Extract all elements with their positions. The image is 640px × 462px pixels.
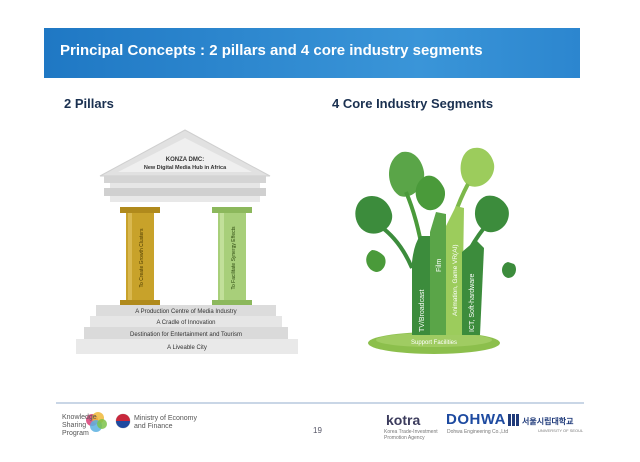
step-2-label: A Cradle of Innovation	[156, 320, 215, 326]
leaf-icon	[415, 175, 446, 211]
snu-subtitle: UNIVERSITY OF SEOUL	[538, 428, 584, 433]
leaf-icon	[460, 147, 495, 187]
leaf-icon	[502, 262, 516, 278]
step-3-label: Destination for Entertainment and Touris…	[130, 332, 242, 338]
segment-tv-broadcast: TV/Broadcast	[419, 290, 426, 332]
roof-subtitle: New Digital Media Hub in Africa	[144, 165, 227, 171]
segments-tree: Support Facilities TV/Broadcast Film Ani…	[355, 147, 516, 354]
trunk-animation	[446, 206, 464, 335]
kotra-logo: kotra	[386, 412, 421, 428]
step-4-label: A Liveable City	[167, 345, 207, 351]
step-1	[96, 305, 276, 316]
snu-logo: 서울시립대학교	[522, 417, 574, 426]
base-label: Support Facilities	[411, 340, 457, 346]
segments-heading: 4 Core Industry Segments	[332, 96, 494, 111]
segment-film: Film	[436, 259, 443, 272]
segment-animation: Animation, Game VR(AI)	[452, 244, 459, 316]
leaf-icon	[389, 151, 425, 197]
ministry-emblem-icon	[115, 413, 131, 429]
ksp-logo-text: Knowledge Sharing Program	[62, 414, 97, 437]
pillar-growth-clusters: To Create Growth Clusters	[120, 207, 160, 305]
ksp-logo-icon	[86, 412, 107, 432]
trunk-ict	[462, 240, 484, 335]
ministry-line1: Ministry of Economy	[134, 415, 198, 422]
leaf-icon	[474, 195, 509, 233]
leaf-icon	[366, 250, 386, 272]
step-1-label: A Production Centre of Media Industry	[135, 309, 236, 315]
dohwa-logo: DOHWA	[446, 411, 506, 428]
leaf-icon	[355, 196, 393, 234]
step-4	[76, 339, 298, 354]
footer-divider	[56, 402, 584, 404]
trunk-film	[430, 212, 446, 335]
kotra-subtitle: Korea Trade-Investment Promotion Agency	[384, 429, 438, 441]
slide-title: Principal Concepts : 2 pillars and 4 cor…	[60, 42, 483, 59]
step-3	[84, 327, 288, 339]
page-number: 19	[313, 426, 322, 435]
roof-title: KONZA DMC:	[166, 157, 204, 163]
temple-diagram: KONZA DMC: New Digital Media Hub in Afri…	[76, 129, 298, 354]
snu-emblem-icon	[508, 414, 519, 426]
step-2	[90, 316, 282, 327]
segment-ict: ICT, Soft-hardware	[469, 274, 476, 332]
trunk-tv-broadcast	[412, 236, 430, 335]
pillar-left-label: To Create Growth Clusters	[139, 228, 145, 287]
pillars-heading: 2 Pillars	[64, 96, 114, 111]
title-banner: Principal Concepts : 2 pillars and 4 cor…	[44, 28, 580, 78]
ministry-line2: and Finance	[134, 423, 173, 430]
dohwa-subtitle: Dohwa Engineering Co.,Ltd	[447, 429, 509, 435]
pillar-synergy-effects: To Facilitate Synergy Effects	[212, 207, 252, 305]
pillar-right-label: To Facilitate Synergy Effects	[231, 226, 237, 289]
